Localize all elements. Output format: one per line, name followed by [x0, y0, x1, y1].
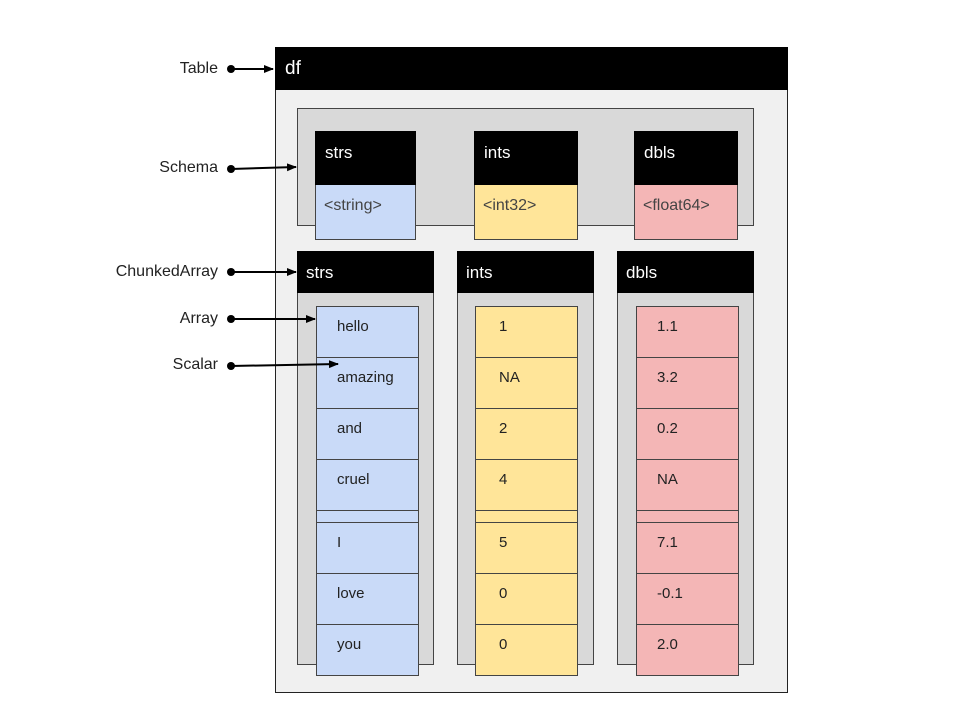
scalar-cell: 0: [475, 574, 578, 625]
schema-field-ints: ints <int32>: [474, 131, 578, 240]
scalar-cell: 2: [475, 409, 578, 460]
scalar-cell: hello: [316, 306, 419, 358]
array-chunk-strs-2: I love you: [316, 522, 419, 676]
scalar-cell: I: [316, 522, 419, 574]
chunked-array-header-dbls: dbls: [617, 251, 754, 293]
arrow-table: [227, 65, 274, 73]
scalar-cell: 4: [475, 460, 578, 511]
scalar-cell: 0: [475, 625, 578, 676]
label-table: Table: [179, 60, 218, 77]
table-header: df: [275, 47, 788, 90]
label-scalar: Scalar: [172, 356, 218, 373]
array-chunk-ints-2: 5 0 0: [475, 522, 578, 676]
array-chunk-ints-1: 1 NA 2 4 8: [475, 306, 578, 562]
scalar-cell: 1.1: [636, 306, 739, 358]
scalar-cell: 7.1: [636, 522, 739, 574]
scalar-cell: love: [316, 574, 419, 625]
scalar-cell: 3.2: [636, 358, 739, 409]
schema-field-name: ints: [474, 131, 578, 185]
arrow-chunked-array: [227, 268, 297, 276]
chunked-array-header-ints: ints: [457, 251, 594, 293]
label-array: Array: [179, 310, 218, 327]
scalar-cell: NA: [636, 460, 739, 511]
array-chunk-dbls-2: 7.1 -0.1 2.0: [636, 522, 739, 676]
schema-field-name: dbls: [634, 131, 738, 185]
label-chunked-array: ChunkedArray: [115, 263, 218, 280]
scalar-cell: 5: [475, 522, 578, 574]
scalar-cell: NA: [475, 358, 578, 409]
arrow-array: [227, 315, 316, 323]
schema-field-dbls: dbls <float64>: [634, 131, 738, 240]
schema-field-type: <int32>: [474, 185, 578, 240]
schema-field-name: strs: [315, 131, 416, 185]
arrow-schema: [227, 163, 297, 173]
chunked-array-header-strs: strs: [297, 251, 434, 293]
scalar-cell: -0.1: [636, 574, 739, 625]
scalar-cell: you: [316, 625, 419, 676]
schema-field-strs: strs <string>: [315, 131, 416, 240]
schema-field-type: <string>: [315, 185, 416, 240]
scalar-cell: 2.0: [636, 625, 739, 676]
scalar-cell: and: [316, 409, 419, 460]
arrow-scalar: [227, 360, 339, 370]
scalar-cell: 0.2: [636, 409, 739, 460]
scalar-cell: 1: [475, 306, 578, 358]
schema-field-type: <float64>: [634, 185, 738, 240]
scalar-cell: cruel: [316, 460, 419, 511]
label-schema: Schema: [159, 159, 218, 176]
